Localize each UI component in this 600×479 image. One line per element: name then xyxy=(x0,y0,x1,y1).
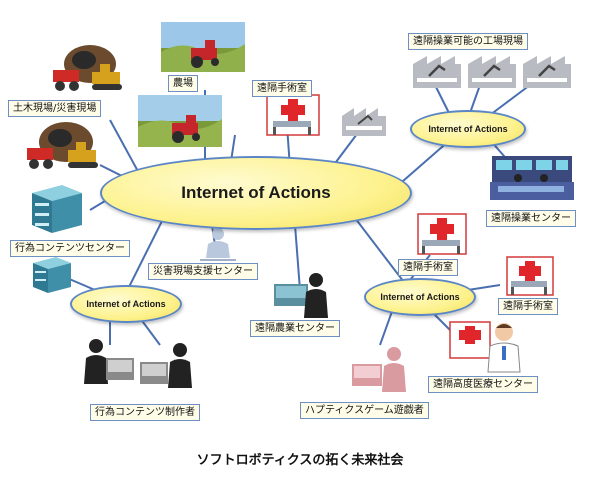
surgery-room-icon xyxy=(506,256,554,296)
link-factory-1 xyxy=(434,84,451,116)
farm-tractor-photo xyxy=(161,22,245,72)
factory-icon xyxy=(523,56,571,88)
label-medical-center: 遠隔高度医療センター xyxy=(428,376,538,393)
label-factory: 遠隔操業可能の工場現場 xyxy=(408,33,528,50)
label-farm: 農場 xyxy=(168,75,198,92)
factory-icon xyxy=(413,56,461,88)
construction-machinery-icon xyxy=(53,45,122,91)
haptic-gamer-operator-icon xyxy=(352,347,406,392)
disaster-support-operator-icon xyxy=(200,228,236,261)
label-content-creator: 行為コンテンツ制作者 xyxy=(90,404,200,421)
surgery-room-icon xyxy=(417,213,467,255)
link-farm-center xyxy=(294,224,301,291)
figure-caption: ソフトロボティクスの拓く未来社会 xyxy=(196,453,404,468)
link-creator-2 xyxy=(139,317,161,346)
left-iot-hub: Internet of Actions xyxy=(70,285,182,323)
link-civil xyxy=(109,119,141,176)
surgery-room-icon xyxy=(266,94,320,136)
lower-right-iot-hub: Internet of Actions xyxy=(364,278,476,316)
label-surgery-right: 遠隔手術室 xyxy=(498,298,558,315)
link-lower-right xyxy=(354,217,411,291)
link-upper-right xyxy=(394,139,451,189)
factory-icon xyxy=(468,56,516,88)
label-surgery-mid: 遠隔手術室 xyxy=(398,259,458,276)
main-iot-hub: Internet of Actions xyxy=(100,156,412,230)
link-left-hub xyxy=(124,214,166,296)
label-disaster-center: 災害現場支援センター xyxy=(148,263,258,280)
server-rack-icon xyxy=(32,185,82,233)
link-factory-3 xyxy=(489,84,531,116)
label-remote-ops-center: 遠隔操業センター xyxy=(486,210,576,227)
upper-right-iot-hub: Internet of Actions xyxy=(410,110,526,148)
label-civil: 土木現場/災害現場 xyxy=(8,100,102,117)
label-surgery-top: 遠隔手術室 xyxy=(252,80,312,97)
farm-center-operator-icon xyxy=(274,273,328,318)
label-content-center: 行為コンテンツセンター xyxy=(10,240,130,257)
label-haptic-gamer: ハプティクスゲーム遊戯者 xyxy=(300,402,429,419)
content-creator-operator-icon xyxy=(140,343,192,388)
farm-tractor-photo xyxy=(138,95,222,147)
control-room-icon xyxy=(490,156,574,200)
server-rack-icon xyxy=(33,257,71,293)
label-farm-center: 遠隔農業センター xyxy=(250,320,340,337)
doctor-icon xyxy=(449,321,521,373)
factory-icon xyxy=(342,108,386,136)
content-creator-operator-icon xyxy=(84,339,134,384)
link-factory-2 xyxy=(469,84,481,114)
construction-machinery-icon xyxy=(27,122,98,169)
